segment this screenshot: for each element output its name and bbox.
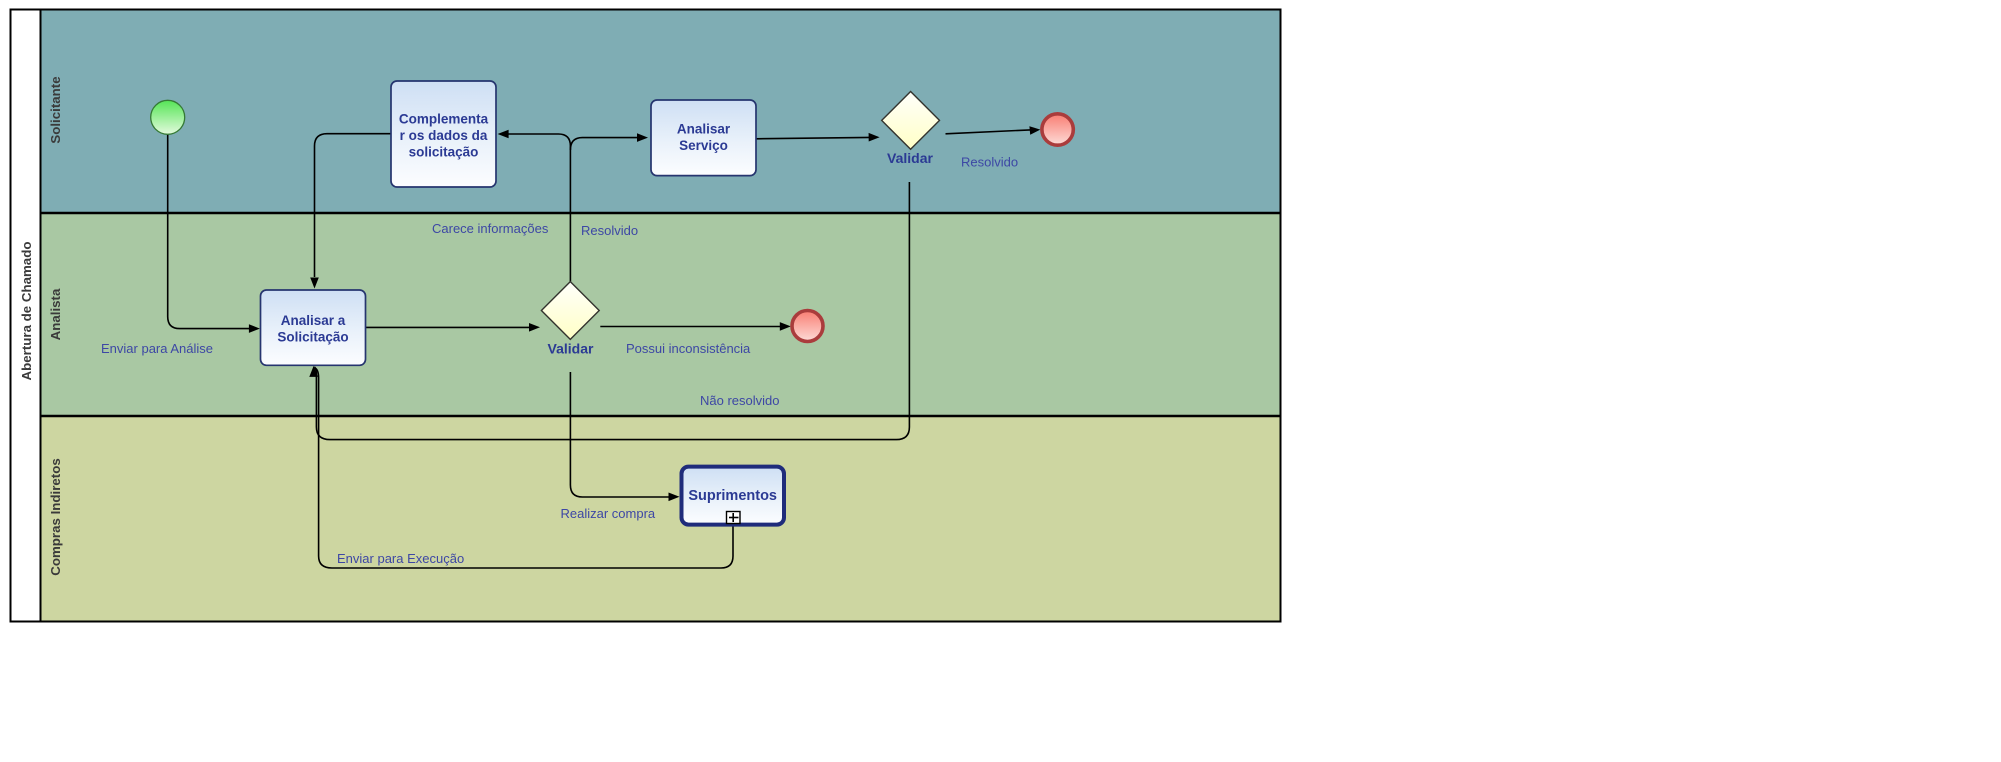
svg-text:Analisar: Analisar	[677, 122, 731, 137]
svg-text:Enviar para Análise: Enviar para Análise	[101, 341, 213, 356]
svg-text:r os dados da: r os dados da	[400, 128, 488, 143]
svg-text:Resolvido: Resolvido	[961, 155, 1018, 170]
svg-text:Solicitação: Solicitação	[277, 330, 348, 345]
svg-text:Serviço: Serviço	[679, 138, 728, 153]
svg-text:Compras Indiretos: Compras Indiretos	[48, 458, 63, 575]
svg-text:Possui inconsistência: Possui inconsistência	[626, 341, 751, 356]
svg-text:Realizar compra: Realizar compra	[561, 506, 656, 521]
svg-text:Validar: Validar	[887, 150, 933, 166]
svg-text:Abertura de Chamado: Abertura de Chamado	[19, 242, 34, 381]
svg-text:Carece informações: Carece informações	[432, 221, 549, 236]
svg-text:Complementa: Complementa	[399, 112, 489, 127]
svg-text:Validar: Validar	[548, 340, 594, 356]
svg-text:Não resolvido: Não resolvido	[700, 393, 780, 408]
svg-text:Resolvido: Resolvido	[581, 223, 638, 238]
svg-text:Analista: Analista	[48, 288, 63, 340]
svg-text:Suprimentos: Suprimentos	[688, 488, 777, 504]
svg-text:Solicitante: Solicitante	[48, 76, 63, 143]
svg-text:solicitação: solicitação	[409, 145, 479, 160]
svg-text:Analisar a: Analisar a	[281, 313, 346, 328]
svg-text:Enviar para Execução: Enviar para Execução	[337, 551, 464, 566]
